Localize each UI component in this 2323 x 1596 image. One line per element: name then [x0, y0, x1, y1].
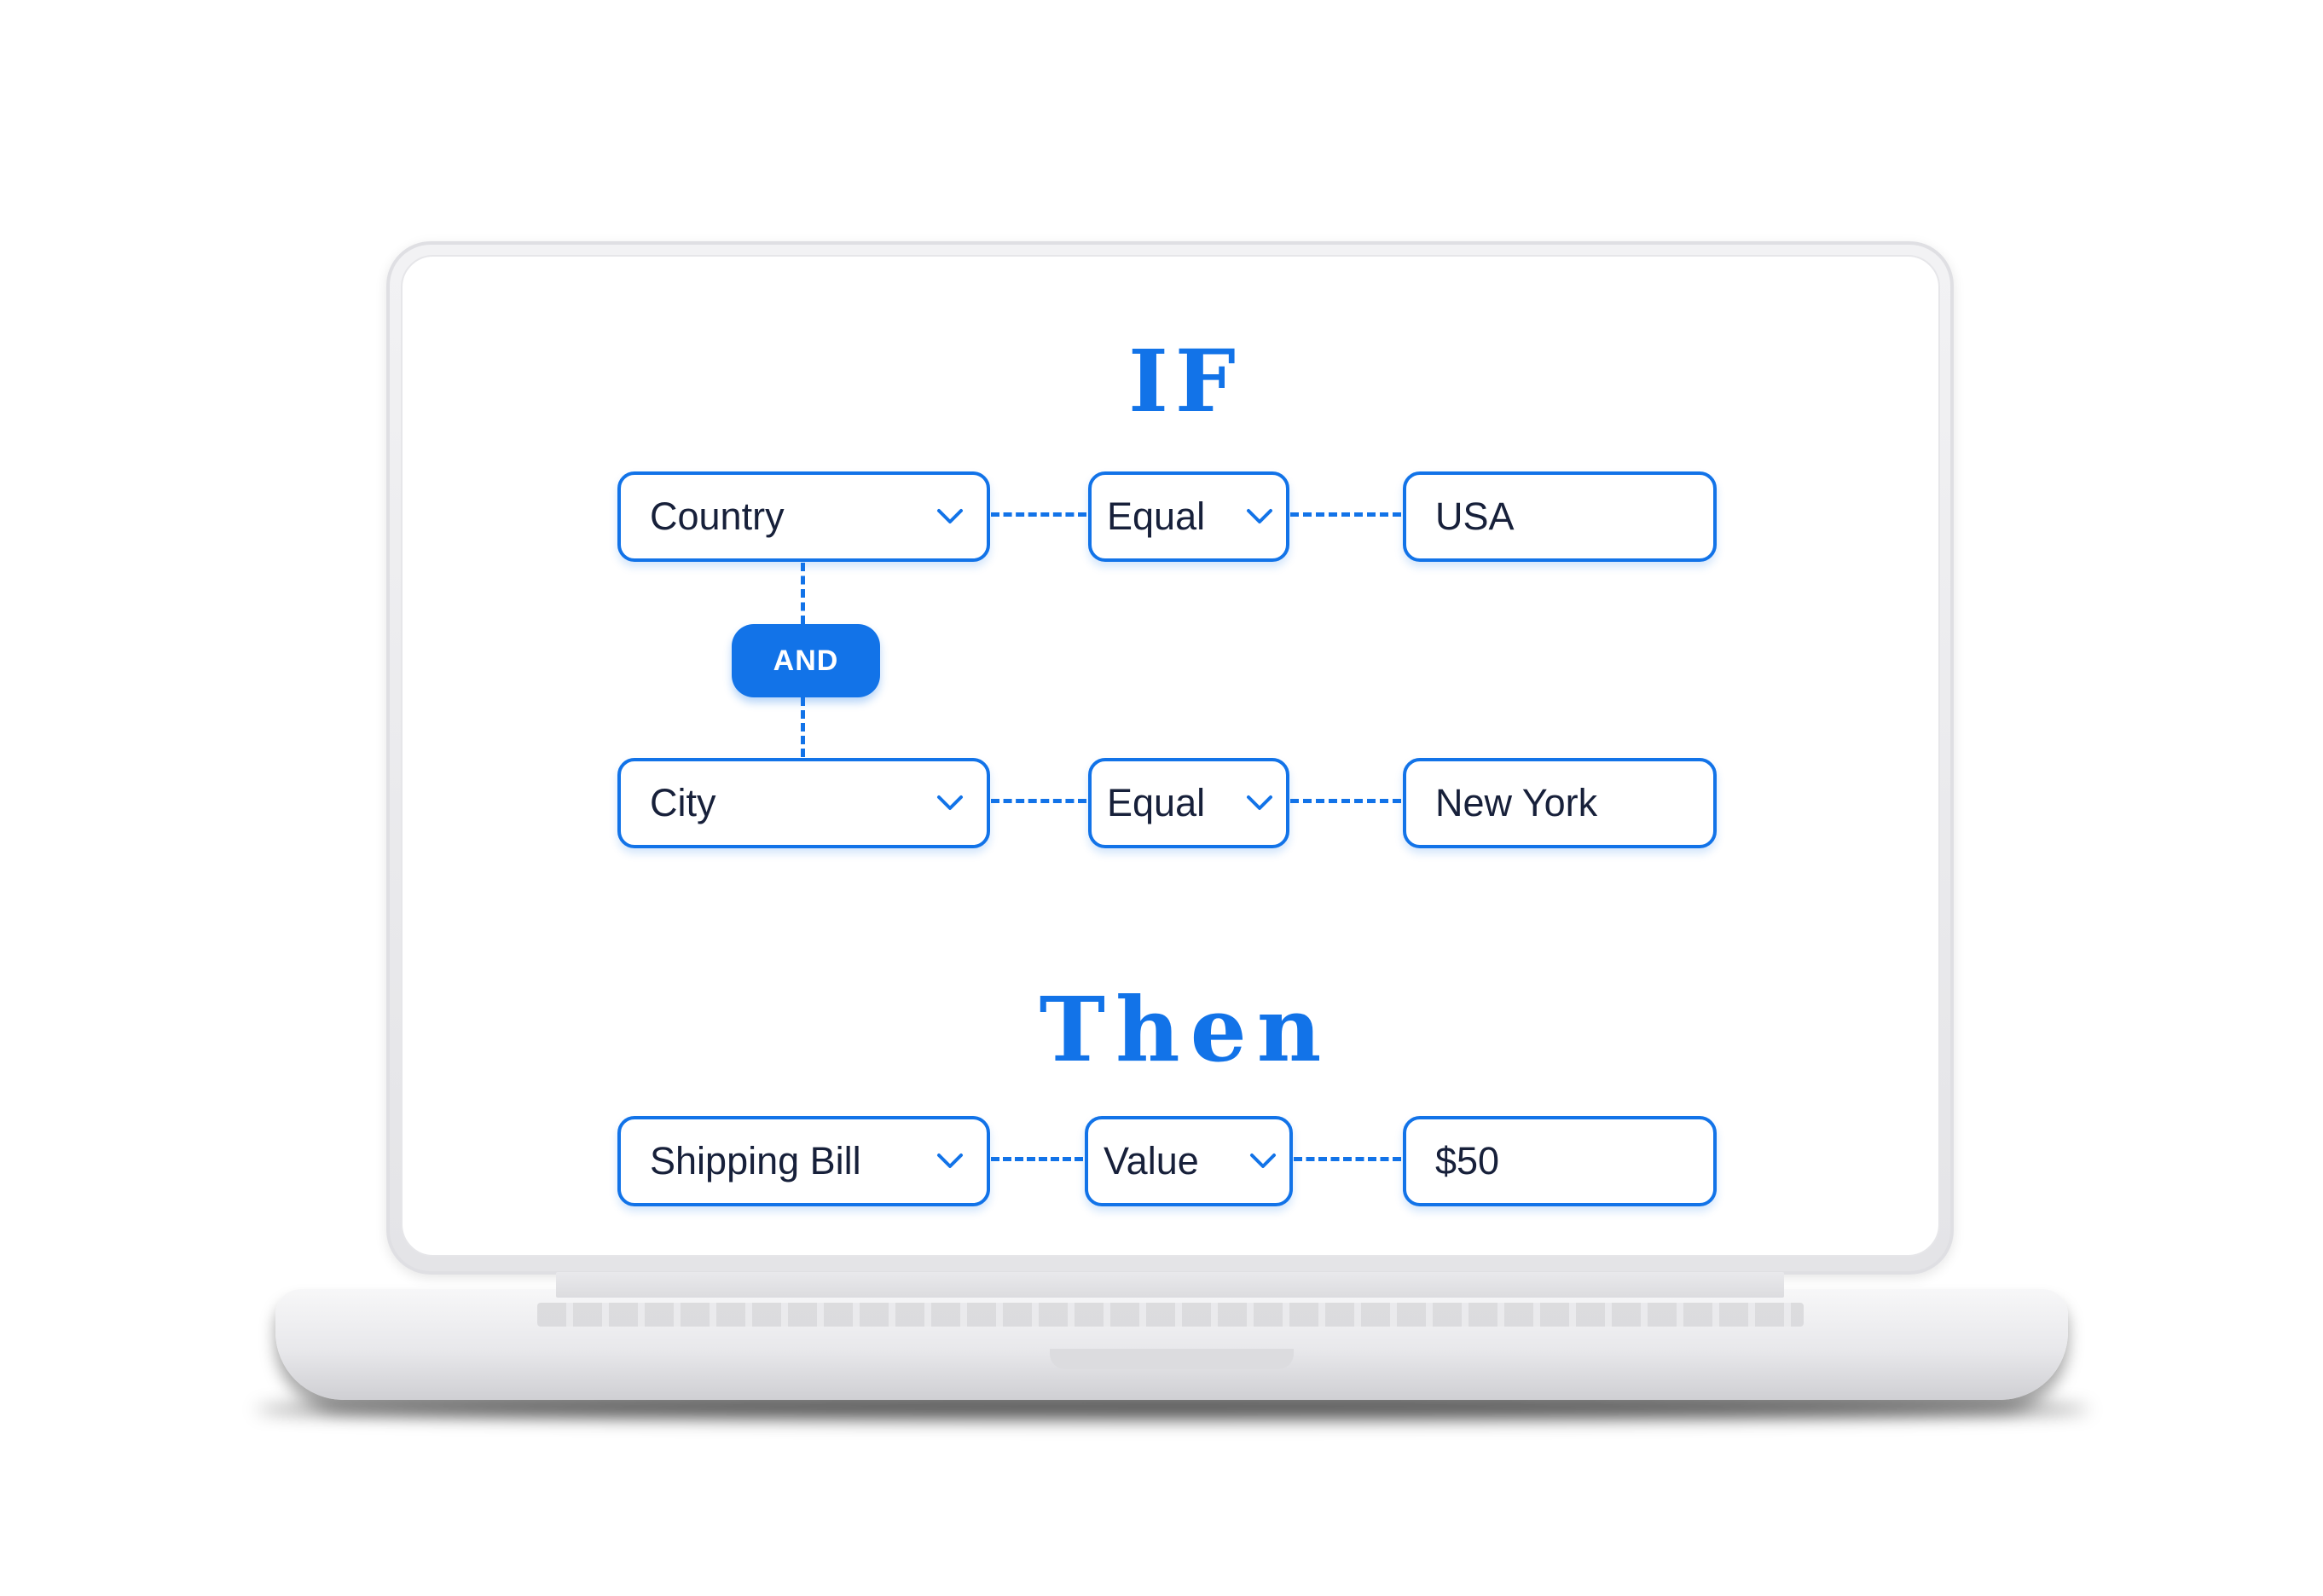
action-field-label: Shipping Bill	[650, 1139, 861, 1183]
action-value-input[interactable]: $50	[1403, 1116, 1717, 1206]
chevron-down-icon	[1247, 509, 1272, 523]
laptop-keyboard	[537, 1303, 1804, 1327]
action-operator-label: Value	[1104, 1139, 1199, 1183]
chevron-down-icon	[1250, 1154, 1276, 1168]
connector-line	[991, 512, 1086, 517]
connector-line	[1294, 1157, 1401, 1161]
condition-1-value-input[interactable]: USA	[1403, 471, 1717, 562]
action-operator-select[interactable]: Value	[1085, 1116, 1293, 1206]
condition-2-value-label: New York	[1435, 781, 1598, 824]
action-value-label: $50	[1435, 1139, 1500, 1183]
connector-line-vertical	[801, 563, 805, 624]
laptop-shadow	[256, 1398, 2089, 1420]
condition-2-field-select[interactable]: City	[617, 758, 990, 848]
condition-2-field-label: City	[650, 781, 716, 824]
chevron-down-icon	[937, 1154, 963, 1168]
condition-1-field-label: Country	[650, 494, 785, 538]
condition-1-operator-label: Equal	[1107, 494, 1206, 538]
action-field-select[interactable]: Shipping Bill	[617, 1116, 990, 1206]
condition-1-value-label: USA	[1435, 494, 1515, 538]
and-operator-badge[interactable]: AND	[732, 624, 880, 697]
chevron-down-icon	[937, 795, 963, 810]
connector-line	[991, 799, 1086, 803]
laptop-trackpad-notch	[1050, 1349, 1294, 1369]
condition-2-operator-label: Equal	[1107, 781, 1206, 824]
connector-line	[1290, 512, 1401, 517]
condition-1-field-select[interactable]: Country	[617, 471, 990, 562]
chevron-down-icon	[1247, 795, 1272, 810]
connector-line	[991, 1157, 1083, 1161]
condition-1-operator-select[interactable]: Equal	[1088, 471, 1289, 562]
chevron-down-icon	[937, 509, 963, 523]
condition-2-value-input[interactable]: New York	[1403, 758, 1717, 848]
then-heading: Then	[1039, 977, 1332, 1082]
if-heading: IF	[1128, 331, 1243, 431]
connector-line-vertical	[801, 697, 805, 757]
laptop-hinge	[556, 1272, 1784, 1298]
condition-2-operator-select[interactable]: Equal	[1088, 758, 1289, 848]
laptop-screen	[401, 255, 1940, 1257]
connector-line	[1290, 799, 1401, 803]
